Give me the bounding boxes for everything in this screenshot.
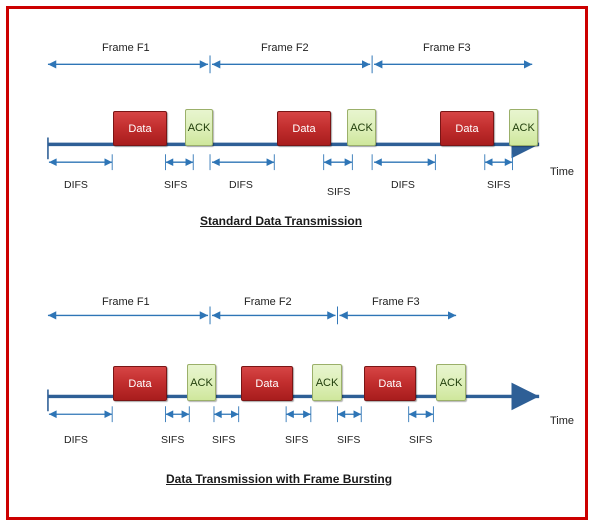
caption-standard: Standard Data Transmission [200,214,363,228]
gap-label-standard-sifs-1: SIFS [164,179,188,191]
data-block-standard-2: Data [277,111,331,146]
data-block-bursting-2: Data [241,366,293,401]
ack-block-standard-2: ACK [347,109,376,146]
frame-label-bursting-1: Frame F1 [102,296,150,308]
ack-block-bursting-3: ACK [436,364,466,401]
data-block-standard-3: Data [440,111,494,146]
gap-label-bursting-sifs-2: SIFS [212,434,236,446]
frame-label-standard-2: Frame F2 [261,42,309,54]
gap-label-standard-sifs-2: SIFS [327,186,351,198]
gap-label-standard-sifs-3: SIFS [487,179,511,191]
gap-label-bursting-sifs-3: SIFS [285,434,309,446]
data-block-bursting-3: Data [364,366,416,401]
time-axis-label-bursting: Time [550,415,575,427]
gap-label-bursting-sifs-4: SIFS [337,434,361,446]
gap-label-bursting-sifs-1: SIFS [161,434,185,446]
time-axis-label-standard: Time [550,166,575,178]
frame-label-standard-3: Frame F3 [423,42,471,54]
gap-label-standard-difs-3: DIFS [391,179,415,191]
figure-border: Frame F1 Frame F2 Frame F3 Data ACK Data… [6,6,588,520]
gap-label-bursting-sifs-5: SIFS [409,434,433,446]
frame-label-bursting-3: Frame F3 [372,296,420,308]
frame-label-bursting-2: Frame F2 [244,296,292,308]
data-block-bursting-1: Data [113,366,167,401]
ack-block-bursting-1: ACK [187,364,216,401]
frame-label-standard-1: Frame F1 [102,42,150,54]
caption-bursting: Data Transmission with Frame Bursting [166,472,393,486]
gap-label-bursting-difs-1: DIFS [64,434,88,446]
ack-block-bursting-2: ACK [312,364,342,401]
ack-block-standard-1: ACK [185,109,213,146]
ack-block-standard-3: ACK [509,109,538,146]
gap-label-standard-difs-1: DIFS [64,179,88,191]
gap-label-standard-difs-2: DIFS [229,179,253,191]
data-block-standard-1: Data [113,111,167,146]
